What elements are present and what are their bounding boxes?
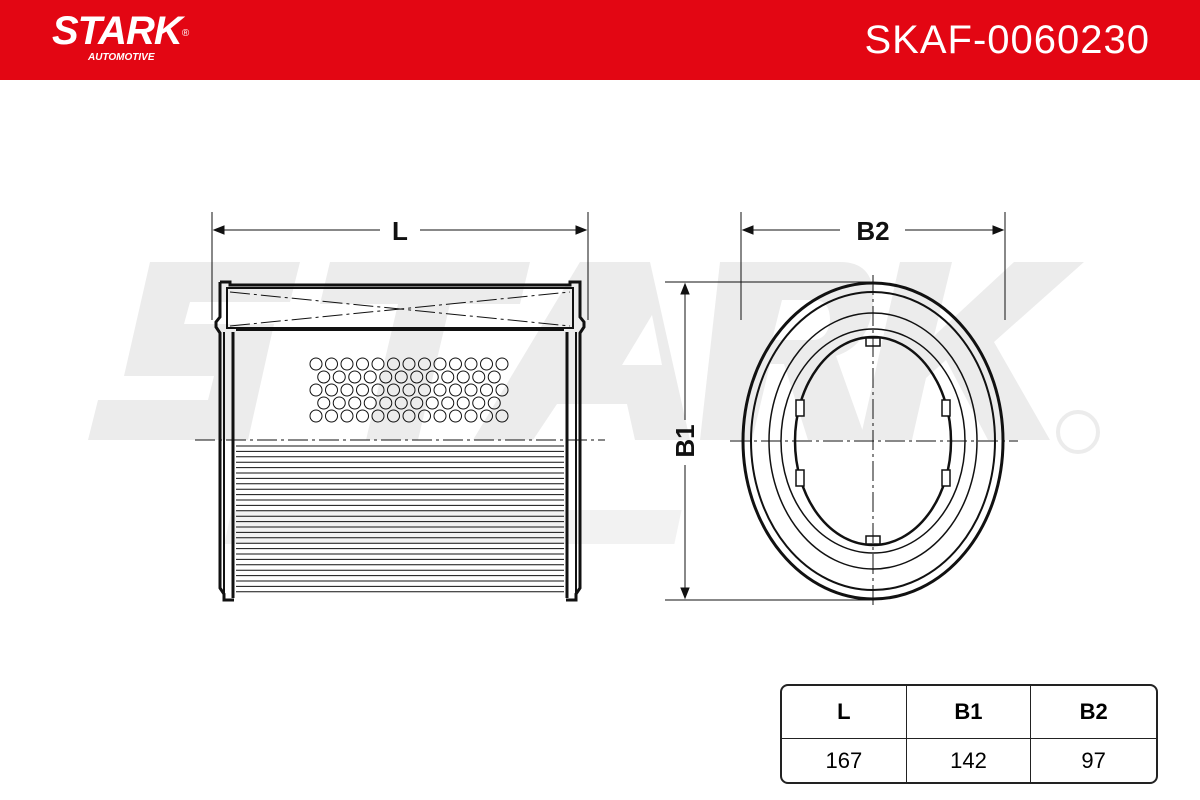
perforation-hole	[441, 396, 455, 410]
perforation-hole	[418, 383, 431, 397]
perforation-hole	[410, 396, 424, 410]
perforation-hole	[317, 396, 331, 410]
perforation-hole	[325, 409, 338, 423]
table-row: 167 142 97	[782, 739, 1156, 782]
perforation-hole	[371, 383, 385, 397]
logo-sub: AUTOMOTIVE	[88, 52, 155, 63]
dimensions-table: L B1 B2 167 142 97	[780, 684, 1158, 784]
perforation-hole	[433, 383, 447, 397]
perforation-hole	[480, 409, 493, 423]
perforation-hole	[472, 396, 486, 410]
perforation-hole	[464, 409, 478, 423]
perforation-hole	[356, 357, 369, 371]
perforation-hole	[402, 409, 416, 423]
logo-brand: STARK	[52, 9, 183, 53]
perforation-hole	[402, 357, 416, 371]
perforation-hole	[418, 409, 431, 423]
perforation-hole	[325, 357, 338, 371]
perforation-hole	[480, 383, 493, 397]
perforation-hole	[340, 409, 354, 423]
perforation-hole	[363, 396, 377, 410]
perforation-hole	[441, 370, 455, 384]
perforation-hole	[449, 383, 462, 397]
header-b2: B2	[1031, 686, 1156, 739]
header-b1: B1	[906, 686, 1032, 739]
perforation-hole	[425, 370, 439, 384]
perforation-hole	[495, 409, 509, 423]
value-b2: 97	[1081, 747, 1106, 773]
perforation-hole	[418, 357, 431, 371]
perforation-hole	[495, 357, 509, 371]
watermark-registered-mark	[1056, 410, 1100, 454]
stark-logo: STARK® AUTOMOTIVE	[52, 10, 189, 64]
perforation-hole	[325, 383, 338, 397]
perforation-hole	[487, 396, 501, 410]
perforation-hole	[317, 370, 331, 384]
perforation-hole	[379, 370, 393, 384]
watermark-shape	[88, 262, 300, 440]
perforation-hole	[348, 370, 362, 384]
watermark-shape	[320, 262, 530, 440]
value-b1: 142	[907, 739, 1032, 782]
perforation-hole	[456, 370, 470, 384]
header-bar: STARK® AUTOMOTIVE SKAF-0060230	[0, 0, 1200, 80]
perforation-hole	[449, 357, 462, 371]
perforation-hole	[348, 396, 362, 410]
perforation-hole	[433, 357, 447, 371]
watermark-shape	[860, 262, 1084, 440]
table-header-row: L B1 B2	[782, 686, 1156, 739]
perforation-hole	[433, 409, 447, 423]
perforation-hole	[340, 357, 354, 371]
perforation-hole	[402, 383, 416, 397]
header-l: L	[782, 686, 907, 739]
perforation-hole	[480, 357, 493, 371]
perforation-hole	[410, 370, 424, 384]
perforation-hole	[309, 409, 323, 423]
filter-end-view	[665, 212, 1018, 607]
perforation-hole	[472, 370, 486, 384]
perforation-hole	[456, 396, 470, 410]
perforation-hole	[356, 409, 369, 423]
perforation-hole	[340, 383, 354, 397]
logo-registered: ®	[181, 28, 190, 39]
perforation-hole	[363, 370, 377, 384]
perforation-hole	[464, 383, 478, 397]
perforation-hole	[394, 370, 408, 384]
perforation-hole	[387, 357, 400, 371]
perforation-hole	[487, 370, 501, 384]
perforation-hole	[495, 383, 509, 397]
perforation-hole	[309, 357, 323, 371]
perforation-hole	[356, 383, 369, 397]
perforation-hole	[371, 409, 385, 423]
watermark-shape	[700, 262, 874, 440]
filter-side-view	[195, 212, 605, 602]
perforation-hole	[309, 383, 323, 397]
perforation-hole	[464, 357, 478, 371]
perforation-hole	[394, 396, 408, 410]
dimension-label-b2: B2	[856, 216, 889, 246]
perforation-hole	[332, 370, 346, 384]
perforation-hole	[387, 409, 400, 423]
value-l: 167	[782, 739, 907, 782]
dimension-label-b1: B1	[670, 424, 700, 457]
perforation-hole	[387, 383, 400, 397]
perforation-hole	[449, 409, 462, 423]
dimension-label-l: L	[392, 216, 408, 246]
perforation-hole	[379, 396, 393, 410]
perforation-hole	[425, 396, 439, 410]
perforation-hole	[371, 357, 385, 371]
part-number: SKAF-0060230	[864, 18, 1150, 62]
perforation-hole	[332, 396, 346, 410]
